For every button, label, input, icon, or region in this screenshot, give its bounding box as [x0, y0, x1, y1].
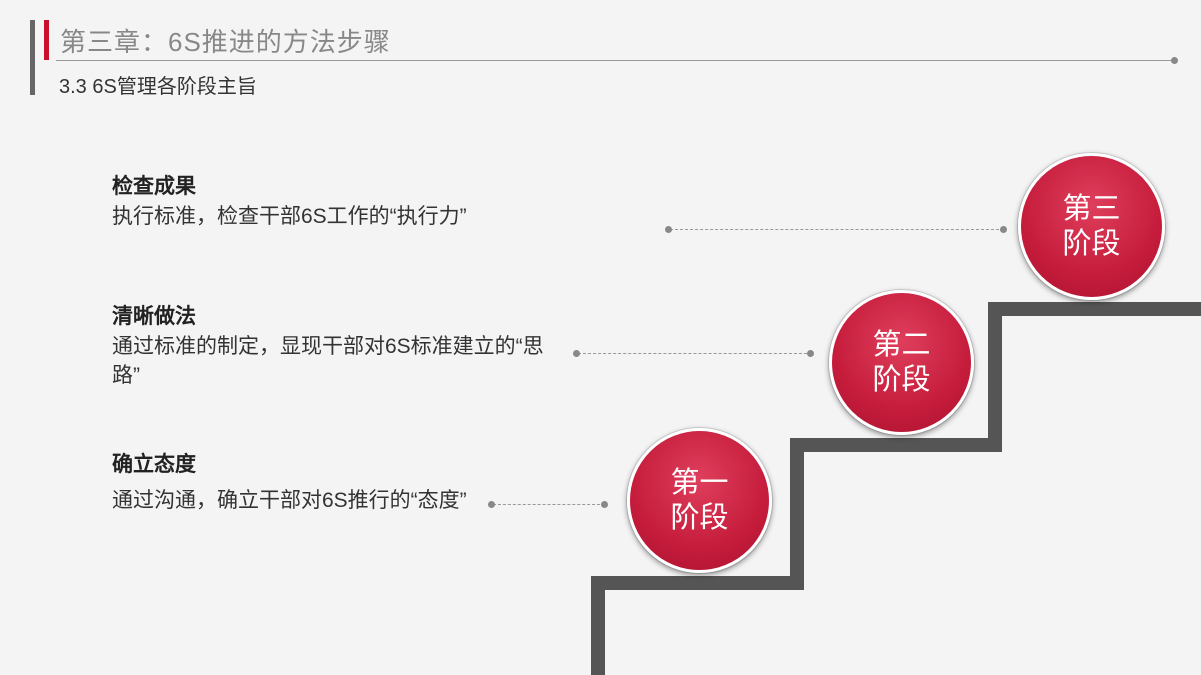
stage-1-connector-dot-right	[601, 501, 608, 508]
stage-2-circle-line2: 阶段	[872, 363, 931, 396]
header-accent-bar-red	[44, 20, 49, 60]
stage-1-circle-line1: 第一	[670, 466, 729, 499]
stage-3-circle-line1: 第三	[1062, 192, 1121, 225]
stage-2-description: 通过标准的制定，显现干部对6S标准建立的“思路”	[112, 335, 544, 387]
stage-2-text: 清晰做法 通过标准的制定，显现干部对6S标准建立的“思路”	[112, 300, 552, 390]
stage-3-text: 检查成果 执行标准，检查干部6S工作的“执行力”	[112, 170, 582, 231]
stage-2-circle: 第二 阶段	[829, 290, 974, 435]
stage-2-connector-dot-right	[807, 350, 814, 357]
stage-1-description: 通过沟通，确立干部对6S推行的“态度”	[112, 489, 467, 512]
stage-3-circle: 第三 阶段	[1018, 153, 1165, 300]
stage-3-title: 检查成果	[112, 175, 196, 198]
stage-3-circle-line2: 阶段	[1062, 227, 1121, 260]
stage-1-circle: 第一 阶段	[627, 428, 772, 573]
stage-2-connector	[578, 353, 812, 354]
stage-2-title: 清晰做法	[112, 305, 196, 328]
stage-2-circle-line1: 第二	[872, 328, 931, 361]
stage-1-connector-dot-left	[488, 501, 495, 508]
page-subtitle: 3.3 6S管理各阶段主旨	[59, 76, 257, 98]
stage-3-description: 执行标准，检查干部6S工作的“执行力”	[112, 205, 467, 228]
stage-1-text: 确立态度 通过沟通，确立干部对6S推行的“态度”	[112, 448, 472, 515]
stage-1-circle-line2: 阶段	[670, 501, 729, 534]
header-accent-bar-gray	[30, 20, 35, 95]
staircase-shape	[591, 302, 1201, 675]
header-divider	[56, 60, 1174, 61]
stage-3-connector-dot-left	[665, 226, 672, 233]
stage-1-connector	[493, 504, 605, 505]
stage-1-title: 确立态度	[112, 453, 196, 476]
header-divider-dot	[1171, 57, 1178, 64]
page-title: 第三章：6S推进的方法步骤	[60, 27, 391, 57]
stage-3-connector-dot-right	[1000, 226, 1007, 233]
stage-3-connector	[670, 229, 1004, 230]
stage-2-connector-dot-left	[573, 350, 580, 357]
